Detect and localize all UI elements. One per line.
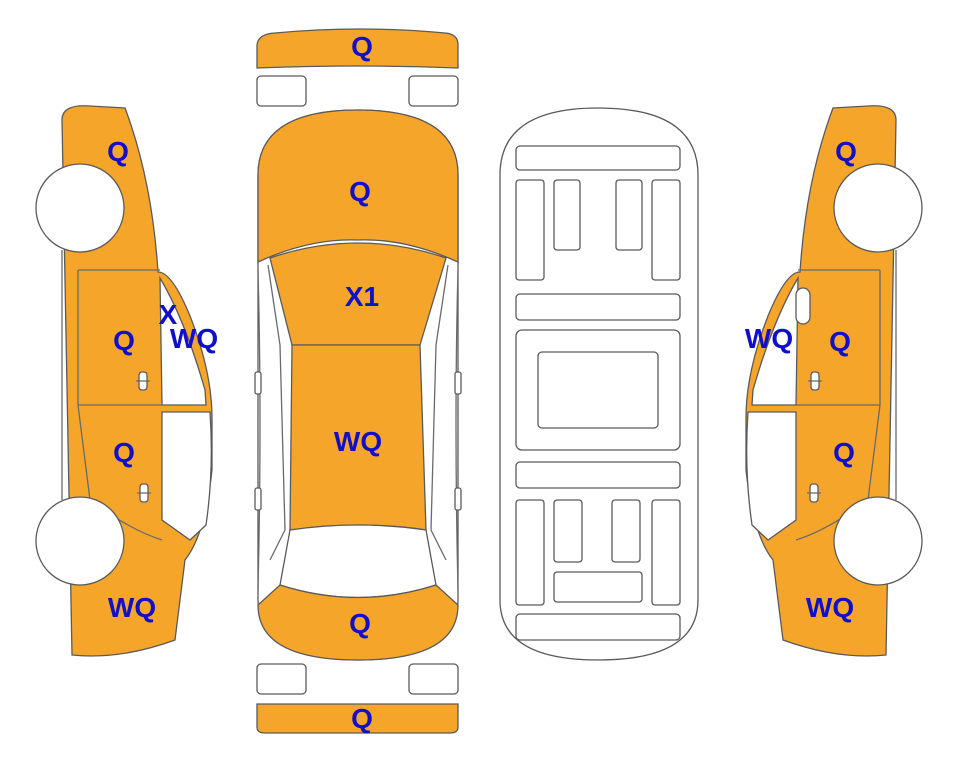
right-front-window <box>751 275 799 406</box>
right-door-line-front <box>867 270 881 501</box>
left-rear-handle <box>137 483 151 503</box>
label-rear-bumper: Q <box>351 703 373 734</box>
right-rear-wheel <box>833 496 923 586</box>
left-headlight <box>256 75 307 107</box>
hood-panel <box>257 109 459 264</box>
label-left-rear-door: Q <box>113 437 135 468</box>
underside-rear-panel <box>515 613 681 641</box>
label-right-rear-quarter: WQ <box>806 592 854 623</box>
left-taillight <box>256 663 307 695</box>
label-left-front-door: Q <box>113 325 135 356</box>
underside-frame-inner-right-front <box>615 179 643 251</box>
front-bumper-panel <box>256 28 459 69</box>
right-front-handle <box>808 371 822 391</box>
underside-center-panel <box>537 351 659 429</box>
car-top-view <box>254 28 462 734</box>
rear-bumper-panel <box>256 703 459 734</box>
label-left-rear-quarter: WQ <box>108 592 156 623</box>
right-taillight <box>408 663 459 695</box>
left-front-handle <box>136 371 150 391</box>
damage-labels: Q Q X1 WQ Q Q Q X WQ Q Q WQ Q WQ Q Q WQ <box>107 31 857 734</box>
underside-frame-inner-right-rear <box>611 499 641 563</box>
label-hood: Q <box>349 176 371 207</box>
left-front-wheel <box>35 163 125 253</box>
trunk-panel <box>257 584 459 661</box>
underside-rear-crossmember <box>515 461 681 489</box>
left-door-line-front <box>77 270 91 501</box>
label-left-a-pillar: WQ <box>170 323 218 354</box>
underside-frame-right-rear <box>651 499 681 606</box>
right-side-glass <box>430 264 449 561</box>
label-right-rear-door: Q <box>833 437 855 468</box>
left-mirror <box>254 371 262 395</box>
left-rear-window <box>161 411 212 541</box>
label-left-pillar: X <box>159 299 178 330</box>
right-rear-window <box>746 411 797 541</box>
label-right-front-fender: Q <box>835 136 857 167</box>
car-right-side-view <box>745 105 923 657</box>
label-windshield-roof: X1 <box>345 281 379 312</box>
left-side-body <box>257 269 261 591</box>
left-front-window <box>159 275 207 406</box>
car-underside-view <box>499 107 699 661</box>
underside-frame-inner-left-front <box>553 179 581 251</box>
underside-frame-left-rear <box>515 499 545 606</box>
label-right-a-pillar: WQ <box>745 323 793 354</box>
windshield-panel <box>269 242 447 346</box>
right-mirror-side <box>795 287 811 325</box>
underside-frame-right-front <box>651 179 681 281</box>
right-headlight <box>408 75 459 107</box>
right-side-body <box>455 269 459 591</box>
right-front-wheel <box>833 163 923 253</box>
label-left-front-fender: Q <box>107 136 129 167</box>
right-mirror <box>454 371 462 395</box>
left-rear-wheel <box>35 496 125 586</box>
underside-mid-crossmember <box>515 293 681 321</box>
rear-glass <box>279 524 437 599</box>
right-door-handle <box>454 487 462 511</box>
right-rear-handle <box>807 483 821 503</box>
label-roof-rear: WQ <box>334 426 382 457</box>
underside-spare-tire-well <box>553 571 643 603</box>
label-front-bumper: Q <box>351 31 373 62</box>
car-left-side-view <box>35 105 213 657</box>
underside-front-crossmember <box>515 145 681 171</box>
underside-frame-inner-left-rear <box>553 499 583 563</box>
left-side-glass <box>267 264 286 561</box>
underside-frame-left-front <box>515 179 545 281</box>
left-door-handle <box>254 487 262 511</box>
label-trunk: Q <box>349 608 371 639</box>
label-right-front-door: Q <box>829 326 851 357</box>
